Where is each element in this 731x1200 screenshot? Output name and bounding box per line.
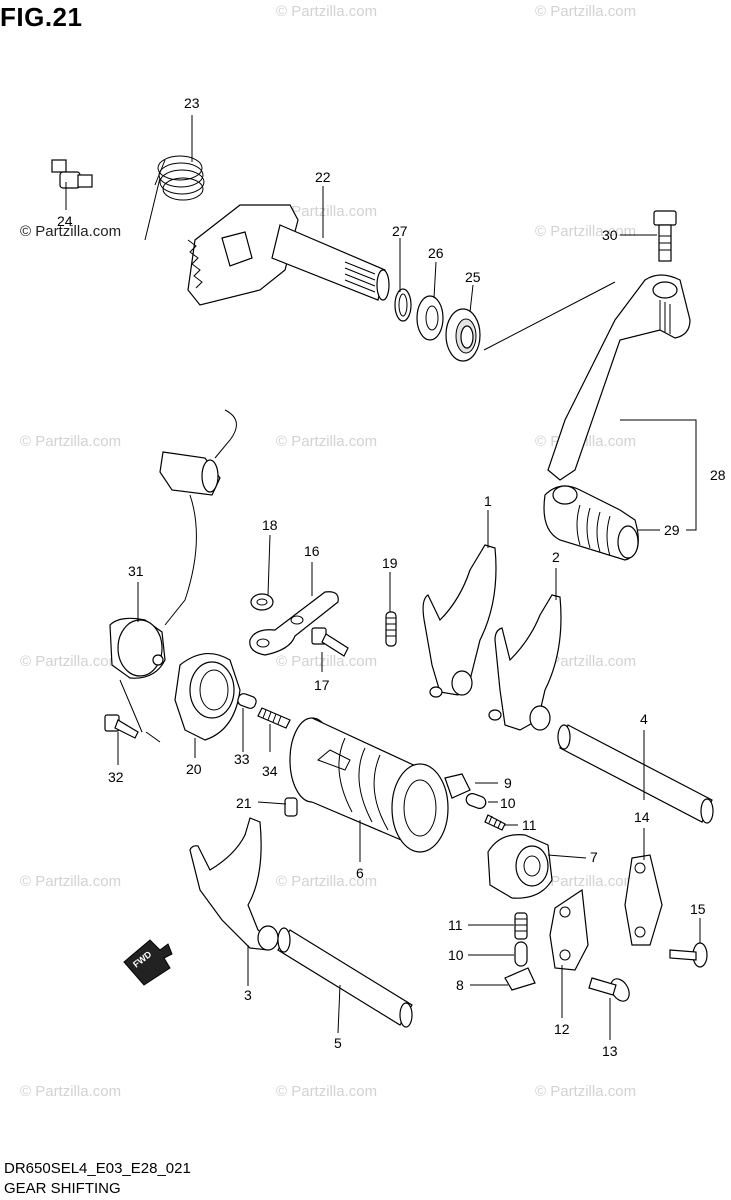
callout-28: 28 — [710, 467, 726, 483]
callout-16: 16 — [304, 543, 320, 559]
part-24-pin — [51, 159, 93, 189]
callout-19: 19 — [382, 555, 398, 571]
fwd-arrow-icon: FWD — [123, 939, 173, 986]
callout-29: 29 — [664, 522, 680, 538]
watermark: © Partzilla.com — [276, 873, 377, 890]
callout-32: 32 — [108, 769, 124, 785]
callout-2: 2 — [552, 549, 560, 565]
watermark: © Partzilla.com — [535, 873, 636, 890]
watermark-dark: © Partzilla.com — [20, 223, 121, 240]
part-4-fork-shaft — [557, 724, 714, 824]
callout-9: 9 — [504, 775, 512, 791]
part-11-spring — [484, 814, 506, 831]
callout-17: 17 — [314, 677, 330, 693]
part-9-pawl — [444, 773, 471, 799]
part-10-pin-lower — [514, 941, 528, 967]
watermark: © Partzilla.com — [535, 3, 636, 20]
part-15-screw — [669, 942, 708, 968]
callout-6: 6 — [356, 865, 364, 881]
part-28-gearshift-lever — [547, 274, 691, 481]
part-21-dowel-pin — [284, 797, 298, 817]
part-6-gearshift-cam — [289, 717, 449, 853]
leader-lines — [65, 115, 701, 1040]
part-26-washer — [416, 295, 444, 341]
callout-22: 22 — [315, 169, 331, 185]
watermark: © Partzilla.com — [276, 3, 377, 20]
callout-20: 20 — [186, 761, 202, 777]
part-18-washer — [250, 593, 274, 611]
callout-11a: 11 — [522, 817, 537, 833]
callout-numbers: 23 24 22 27 26 25 30 28 29 18 16 19 17 3… — [57, 95, 726, 1059]
callout-3: 3 — [244, 987, 252, 1003]
watermark: © Partzilla.com — [535, 653, 636, 670]
watermark: © Partzilla.com — [20, 873, 121, 890]
part-19-spring — [385, 611, 397, 647]
part-20-shift-cam-stopper — [174, 653, 241, 741]
callout-5: 5 — [334, 1035, 342, 1051]
callout-1: 1 — [484, 493, 492, 509]
exploded-parts-diagram: © Partzilla.com © Partzilla.com © Partzi… — [20, 3, 726, 1100]
callout-15: 15 — [690, 901, 706, 917]
callout-30: 30 — [602, 227, 618, 243]
watermark: © Partzilla.com — [535, 223, 636, 240]
part-7-cam-driven-gear — [487, 834, 553, 899]
callout-12: 12 — [554, 1021, 570, 1037]
part-11-spring-lower — [514, 912, 528, 940]
part-23-return-spring — [144, 155, 205, 241]
part-17-bolt — [311, 627, 349, 657]
callout-10b: 10 — [448, 947, 464, 963]
callout-34: 34 — [262, 763, 278, 779]
part-33-pin — [237, 693, 257, 709]
part-34-spring — [257, 707, 291, 729]
part-31-gear-position-switch — [109, 409, 237, 679]
callout-33: 33 — [234, 751, 250, 767]
part-30-bolt — [653, 210, 677, 262]
part-22-gearshift-shaft — [187, 204, 390, 306]
callout-13: 13 — [602, 1043, 618, 1059]
part-12-pawl-lifter — [549, 888, 589, 971]
callout-7: 7 — [590, 849, 598, 865]
watermark: © Partzilla.com — [20, 433, 121, 450]
callout-25: 25 — [465, 269, 481, 285]
part-5-fork-shaft — [277, 927, 413, 1028]
callout-31: 31 — [128, 563, 144, 579]
part-2-shift-fork — [488, 594, 562, 731]
part-29-lever-rubber — [543, 485, 639, 561]
watermark: © Partzilla.com — [20, 1083, 121, 1100]
callout-11b: 11 — [448, 917, 463, 933]
callout-26: 26 — [428, 245, 444, 261]
drawing-code: DR650SEL4_E03_E28_021 — [4, 1160, 191, 1177]
callout-23: 23 — [184, 95, 200, 111]
part-16-stopper-arm — [249, 591, 339, 656]
drawing-caption: GEAR SHIFTING — [4, 1180, 121, 1197]
callout-27: 27 — [392, 223, 408, 239]
callout-21: 21 — [236, 795, 252, 811]
callout-18: 18 — [262, 517, 278, 533]
part-3-shift-fork — [189, 817, 279, 951]
part-32-bolt — [104, 714, 139, 739]
part-1-shift-fork — [422, 544, 497, 698]
watermark: © Partzilla.com — [20, 653, 121, 670]
watermark: © Partzilla.com — [535, 1083, 636, 1100]
part-25-oil-seal — [445, 308, 481, 362]
part-14-cam-guide — [624, 854, 663, 946]
watermark: © Partzilla.com — [276, 653, 377, 670]
watermark: © Partzilla.com — [276, 433, 377, 450]
part-10-pin — [465, 793, 487, 809]
watermark: © Partzilla.com — [276, 203, 377, 220]
watermark: © Partzilla.com — [276, 1083, 377, 1100]
callout-24: 24 — [57, 213, 73, 229]
callout-4: 4 — [640, 711, 648, 727]
part-13-screw — [588, 977, 630, 1002]
part-27-circlip — [394, 288, 412, 322]
callout-10a: 10 — [500, 795, 516, 811]
callout-14: 14 — [634, 809, 650, 825]
callout-8: 8 — [456, 977, 464, 993]
watermarks: © Partzilla.com © Partzilla.com © Partzi… — [20, 3, 636, 1100]
figure-title: FIG.21 — [0, 2, 83, 32]
part-8-pawl-lower — [504, 967, 536, 991]
